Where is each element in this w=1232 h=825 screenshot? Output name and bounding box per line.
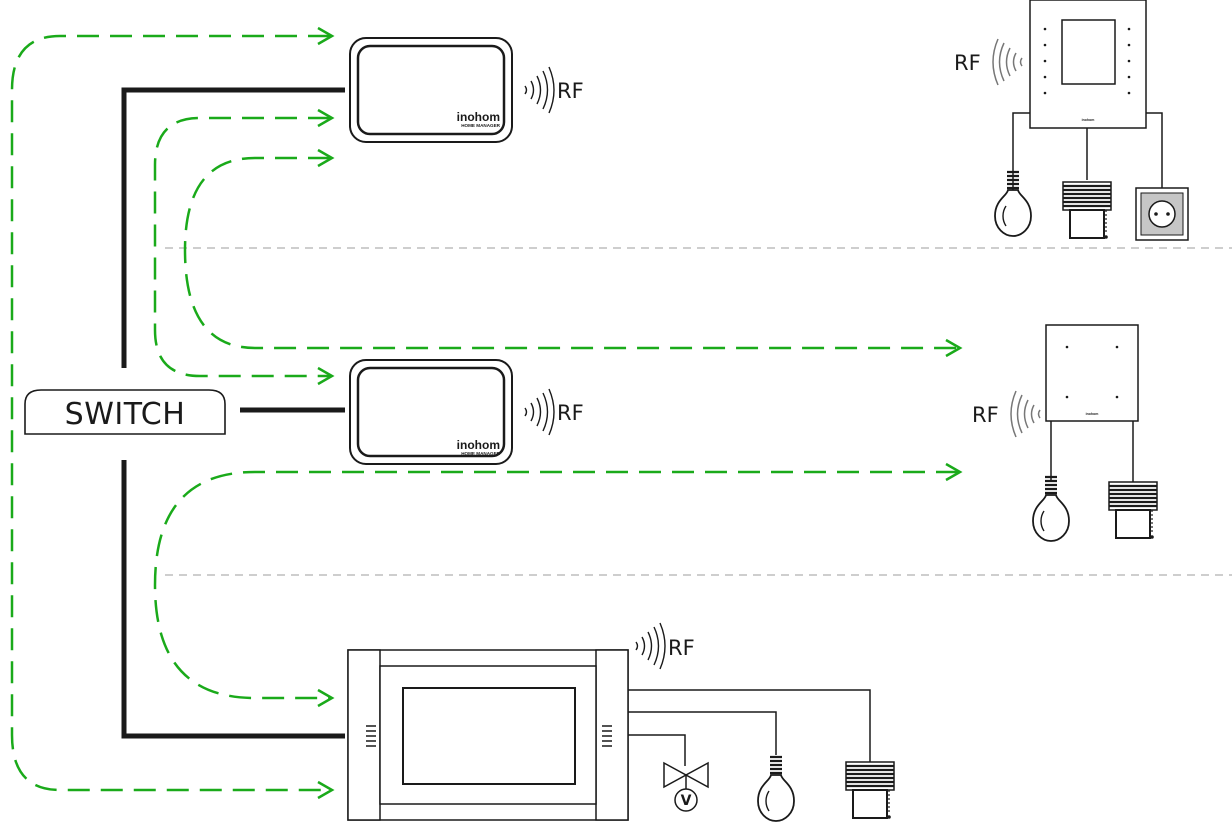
light-bulb-icon — [1031, 475, 1071, 543]
valve-icon: V — [663, 761, 709, 812]
power-socket-icon — [1135, 187, 1189, 241]
brand-name: inohom — [1082, 118, 1095, 122]
rf-signal-icon — [635, 622, 666, 670]
brand-name: inohom — [457, 110, 500, 124]
home-manager-device: inohom HOME MANAGER — [349, 359, 513, 465]
rf-label: RF — [954, 51, 981, 75]
brand-name: inohom — [457, 438, 500, 452]
wall-switch-panel: inohom — [1045, 324, 1139, 422]
rf-signal-icon — [1010, 390, 1041, 438]
network-switch: SWITCH — [24, 389, 226, 435]
blinds-motor-icon — [1107, 480, 1159, 540]
cable-switch-top — [121, 87, 345, 368]
rf-label: RF — [668, 636, 695, 660]
rf-signal-icon — [524, 66, 555, 114]
output-wire — [1012, 112, 1030, 195]
touch-panel-device — [347, 649, 629, 821]
rf-signal-icon — [524, 388, 555, 436]
network-links — [10, 26, 963, 800]
output-wire — [628, 689, 871, 762]
brand-subtitle: HOME MANAGER — [461, 123, 500, 128]
light-bulb-icon — [756, 755, 796, 823]
brand-name: inohom — [1086, 412, 1099, 416]
rf-label: RF — [972, 403, 999, 427]
home-manager-device: inohom HOME MANAGER — [349, 37, 513, 143]
output-wire — [628, 734, 686, 766]
brand-subtitle: HOME MANAGER — [461, 451, 500, 456]
blinds-motor-icon — [1061, 180, 1113, 240]
cable-switch-bottom — [121, 460, 345, 739]
output-wire — [628, 711, 777, 755]
rf-label: RF — [557, 401, 584, 425]
wall-touch-panel: inohom — [1029, 0, 1147, 129]
rf-label: RF — [557, 79, 584, 103]
blinds-motor-icon — [844, 760, 896, 820]
output-wire — [1146, 112, 1163, 188]
switch-label: SWITCH — [65, 397, 186, 432]
rf-signal-icon — [992, 38, 1023, 86]
valve-symbol: V — [681, 793, 692, 809]
